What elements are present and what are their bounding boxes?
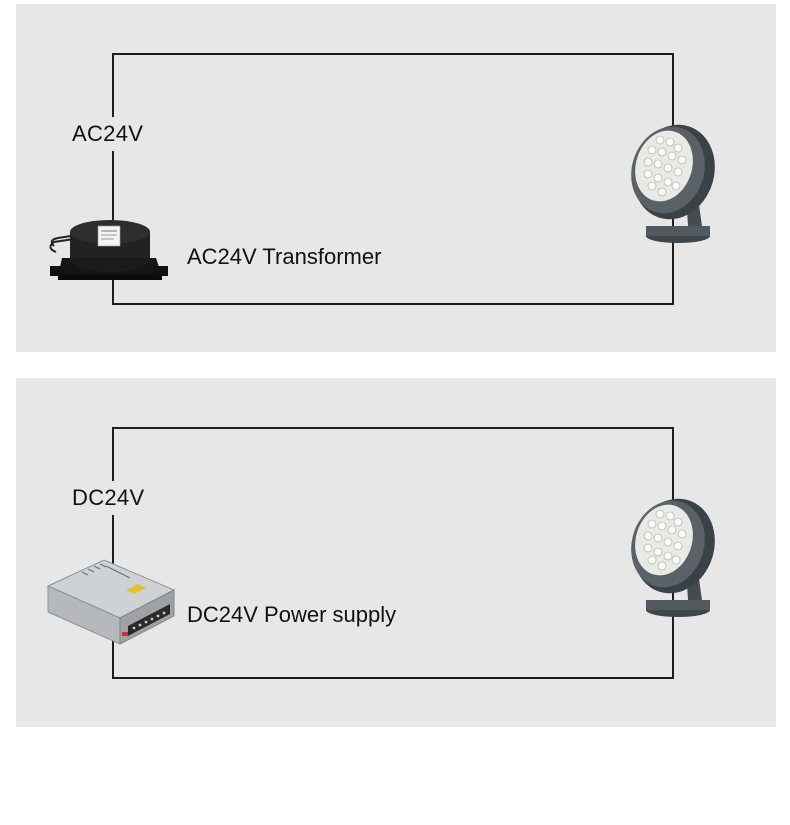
- ac-device-label: AC24V Transformer: [187, 244, 382, 269]
- flood-light-icon: [631, 124, 715, 243]
- flood-light-icon: [631, 498, 715, 617]
- bottom-whitespace: [0, 727, 790, 825]
- dc-device-label: DC24V Power supply: [187, 602, 397, 627]
- ac-voltage-label: AC24V: [68, 117, 148, 151]
- dc-wiring-panel: DC24V DC24V Power supply: [16, 378, 776, 727]
- transformer-icon: [49, 220, 168, 280]
- ac-wiring-panel: AC24V AC24V Transformer: [16, 4, 776, 352]
- power-supply-icon: [46, 559, 176, 645]
- dc-circuit-wire: [112, 427, 674, 679]
- dc-voltage-label: DC24V: [68, 481, 149, 515]
